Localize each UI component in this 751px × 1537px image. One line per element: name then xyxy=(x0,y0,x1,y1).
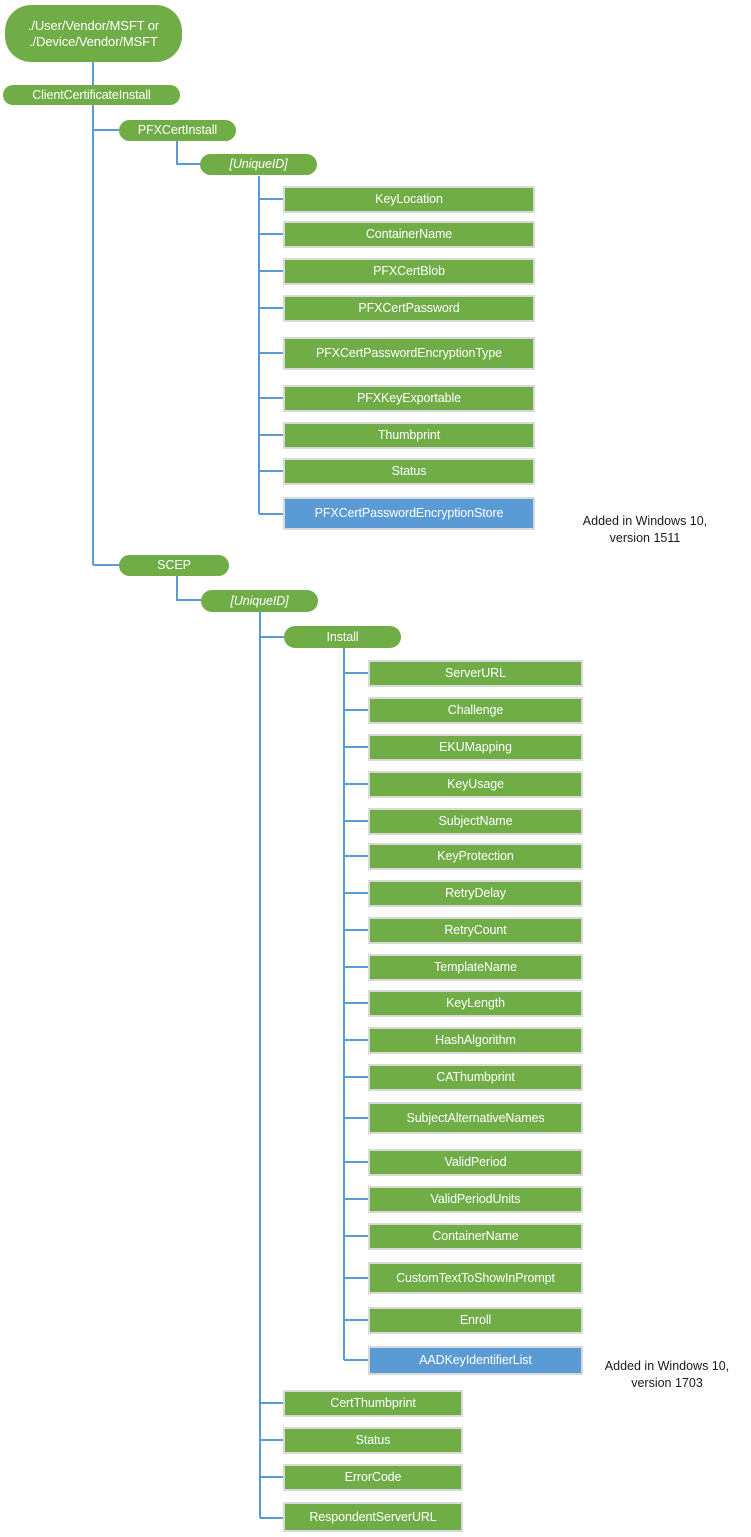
node-scep-uniqueid[interactable]: [UniqueID] xyxy=(201,590,318,612)
leaf-thumbprint[interactable]: Thumbprint xyxy=(283,422,535,449)
leaf-challenge[interactable]: Challenge xyxy=(368,697,583,724)
leaf-label: Status xyxy=(355,1433,391,1448)
node-pfx-cert-install[interactable]: PFXCertInstall xyxy=(119,120,236,141)
leaf-label: KeyLength xyxy=(446,996,505,1011)
note-added-1511: Added in Windows 10, version 1511 xyxy=(545,496,745,547)
leaf-label: Thumbprint xyxy=(377,428,441,443)
leaf-subjectalternativenames[interactable]: SubjectAlternativeNames xyxy=(368,1102,583,1134)
node-root[interactable]: ./User/Vendor/MSFT or ./Device/Vendor/MS… xyxy=(5,5,182,62)
leaf-label: KeyLocation xyxy=(375,192,443,207)
leaf-customtexttoshowinprompt[interactable]: CustomTextToShowInPrompt xyxy=(368,1262,583,1294)
node-client-certificate-install[interactable]: ClientCertificateInstall xyxy=(3,85,180,105)
leaf-templatename[interactable]: TemplateName xyxy=(368,954,583,981)
leaf-label: KeyUsage xyxy=(447,777,504,792)
node-scep-install-label: Install xyxy=(326,629,359,644)
leaf-label: HashAlgorithm xyxy=(435,1033,516,1048)
leaf-status-pfx[interactable]: Status xyxy=(283,458,535,485)
leaf-pfxcertpassword[interactable]: PFXCertPassword xyxy=(283,295,535,322)
leaf-label: AADKeyIdentifierList xyxy=(419,1353,532,1368)
leaf-subjectname[interactable]: SubjectName xyxy=(368,808,583,835)
leaf-label: CustomTextToShowInPrompt xyxy=(396,1270,555,1285)
leaf-label: ValidPeriodUnits xyxy=(430,1192,521,1207)
node-scep-install[interactable]: Install xyxy=(284,626,401,648)
leaf-label: PFXKeyExportable xyxy=(356,391,461,406)
leaf-certthumbprint[interactable]: CertThumbprint xyxy=(283,1390,463,1417)
leaf-ekumapping[interactable]: EKUMapping xyxy=(368,734,583,761)
leaf-errorcode[interactable]: ErrorCode xyxy=(283,1464,463,1491)
leaf-label: PFXCertPasswordEncryptionStore xyxy=(314,506,504,521)
node-pfx-uniqueid[interactable]: [UniqueID] xyxy=(200,154,317,175)
leaf-label: RespondentServerURL xyxy=(309,1509,437,1524)
leaf-label: ContainerName xyxy=(432,1229,519,1244)
leaf-label: Challenge xyxy=(447,703,504,718)
leaf-label: ErrorCode xyxy=(344,1470,402,1485)
leaf-containername-scep[interactable]: ContainerName xyxy=(368,1223,583,1250)
node-scep-uniqueid-label: [UniqueID] xyxy=(230,593,289,608)
leaf-label: SubjectName xyxy=(438,814,513,829)
leaf-label: PFXCertBlob xyxy=(373,264,445,279)
leaf-respondentserverurl[interactable]: RespondentServerURL xyxy=(283,1502,463,1532)
leaf-cathumbprint[interactable]: CAThumbprint xyxy=(368,1064,583,1091)
leaf-label: PFXCertPassword xyxy=(358,301,460,316)
node-scep-label: SCEP xyxy=(157,558,191,573)
note-added-1703: Added in Windows 10, version 1703 xyxy=(592,1341,742,1392)
leaf-label: Enroll xyxy=(459,1313,492,1328)
leaf-keylocation[interactable]: KeyLocation xyxy=(283,186,535,213)
leaf-label: EKUMapping xyxy=(439,740,512,755)
leaf-label: CertThumbprint xyxy=(330,1396,416,1411)
leaf-keyusage[interactable]: KeyUsage xyxy=(368,771,583,798)
leaf-status-scep[interactable]: Status xyxy=(283,1427,463,1454)
leaf-label: RetryCount xyxy=(444,923,507,938)
leaf-label: Status xyxy=(391,464,427,479)
leaf-label: TemplateName xyxy=(434,960,517,975)
leaf-pfxkeyexportable[interactable]: PFXKeyExportable xyxy=(283,385,535,412)
leaf-label: PFXCertPasswordEncryptionType xyxy=(315,346,503,361)
node-scep[interactable]: SCEP xyxy=(119,555,229,576)
leaf-label: ValidPeriod xyxy=(444,1155,507,1170)
leaf-retrycount[interactable]: RetryCount xyxy=(368,917,583,944)
leaf-label: ContainerName xyxy=(365,227,453,242)
leaf-label: CAThumbprint xyxy=(436,1070,515,1085)
leaf-label: RetryDelay xyxy=(445,886,506,901)
leaf-pfxcertpasswordencryptionstore[interactable]: PFXCertPasswordEncryptionStore xyxy=(283,497,535,530)
node-root-label: ./User/Vendor/MSFT or ./Device/Vendor/MS… xyxy=(27,18,160,49)
leaf-validperiod[interactable]: ValidPeriod xyxy=(368,1149,583,1176)
leaf-validperiodunits[interactable]: ValidPeriodUnits xyxy=(368,1186,583,1213)
leaf-keylength[interactable]: KeyLength xyxy=(368,990,583,1017)
node-pfx-cert-install-label: PFXCertInstall xyxy=(137,123,218,138)
leaf-serverurl[interactable]: ServerURL xyxy=(368,660,583,687)
leaf-label: SubjectAlternativeNames xyxy=(406,1110,545,1125)
note-text: Added in Windows 10, version 1511 xyxy=(582,513,708,545)
note-text: Added in Windows 10, version 1703 xyxy=(604,1358,730,1390)
leaf-label: KeyProtection xyxy=(437,849,514,864)
leaf-pfxcertpasswordencryptiontype[interactable]: PFXCertPasswordEncryptionType xyxy=(283,337,535,370)
node-pfx-uniqueid-label: [UniqueID] xyxy=(229,157,288,172)
leaf-hashalgorithm[interactable]: HashAlgorithm xyxy=(368,1027,583,1054)
leaf-enroll[interactable]: Enroll xyxy=(368,1307,583,1334)
leaf-pfxcertblob[interactable]: PFXCertBlob xyxy=(283,258,535,285)
leaf-label: ServerURL xyxy=(445,666,506,681)
leaf-keyprotection[interactable]: KeyProtection xyxy=(368,843,583,870)
leaf-containername-pfx[interactable]: ContainerName xyxy=(283,221,535,248)
node-client-certificate-install-label: ClientCertificateInstall xyxy=(32,87,151,102)
leaf-retrydelay[interactable]: RetryDelay xyxy=(368,880,583,907)
leaf-aadkeyidentifierlist[interactable]: AADKeyIdentifierList xyxy=(368,1346,583,1375)
